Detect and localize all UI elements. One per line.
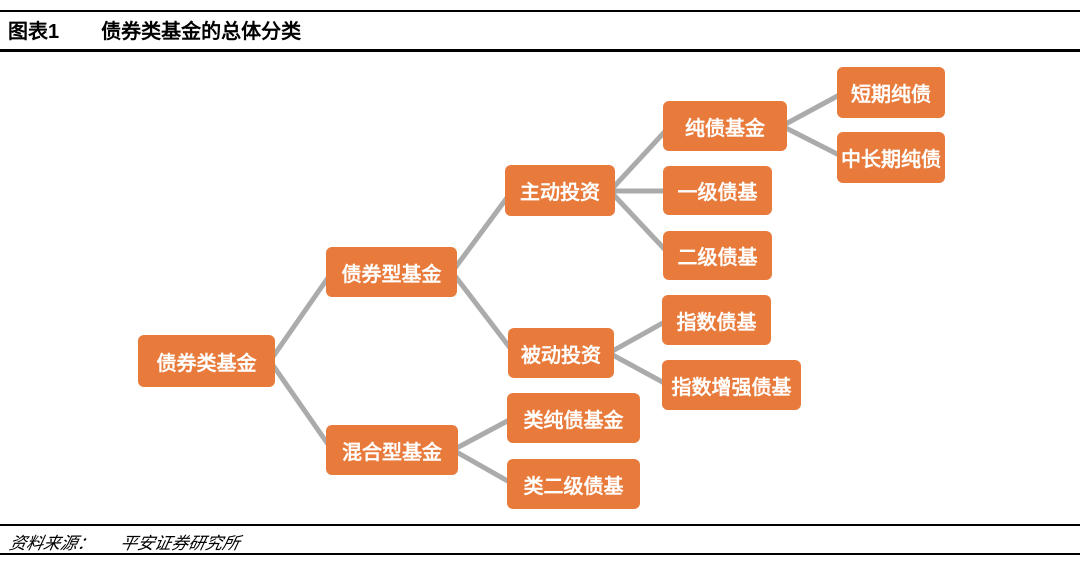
connector-active-to-tier2 <box>608 189 672 257</box>
connector-passive-to-index-enhanced <box>607 350 670 388</box>
figure-title-row: 图表1 债券类基金的总体分类 <box>8 15 301 44</box>
connector-hybrid-to-quasi-tier2 <box>451 447 515 487</box>
connector-bond-type-to-active <box>449 189 515 274</box>
node-hybrid-funds: 混合型基金 <box>326 425 458 475</box>
footer-bottom-rule <box>0 553 1080 555</box>
node-passive-investment: 被动投资 <box>508 328 614 378</box>
figure-label: 图表1 <box>8 21 60 43</box>
node-mid-long-term-pure-bond: 中长期纯债 <box>837 132 945 183</box>
top-rule <box>0 10 1080 12</box>
connector-pure-bond-to-short-term <box>780 90 845 129</box>
source-label: 资料来源： <box>7 534 97 553</box>
source-text: 平安证券研究所 <box>118 534 242 553</box>
connector-passive-to-index <box>607 317 670 356</box>
source-row: 资料来源： 平安证券研究所 <box>7 529 242 554</box>
connector-pure-bond-to-mid-long-term <box>780 123 845 160</box>
connector-active-to-pure-bond <box>608 124 672 193</box>
node-pure-bond-funds: 纯债基金 <box>663 101 787 151</box>
node-short-term-pure-bond: 短期纯债 <box>837 67 945 118</box>
node-quasi-tier2-bond-funds: 类二级债基 <box>507 459 640 509</box>
connector-root-to-hybrid <box>267 359 335 452</box>
node-quasi-pure-bond-funds: 类纯债基金 <box>507 393 640 443</box>
node-active-investment: 主动投资 <box>505 165 615 216</box>
connector-bond-type-to-passive <box>450 270 516 355</box>
node-tier2-bond-funds: 二级债基 <box>663 231 772 280</box>
node-bond-category-funds: 债券类基金 <box>138 335 275 387</box>
connector-root-to-bond-type <box>267 270 335 363</box>
figure-title: 债券类基金的总体分类 <box>101 21 302 43</box>
node-tier1-bond-funds: 一级债基 <box>663 166 772 215</box>
footer-top-rule <box>0 524 1080 526</box>
title-rule <box>0 49 1080 52</box>
node-index-enhanced-bond-funds: 指数增强债基 <box>662 360 801 410</box>
node-index-bond-funds: 指数债基 <box>662 295 771 345</box>
node-bond-type-funds: 债券型基金 <box>326 247 457 297</box>
connector-hybrid-to-quasi-pure <box>451 415 515 453</box>
